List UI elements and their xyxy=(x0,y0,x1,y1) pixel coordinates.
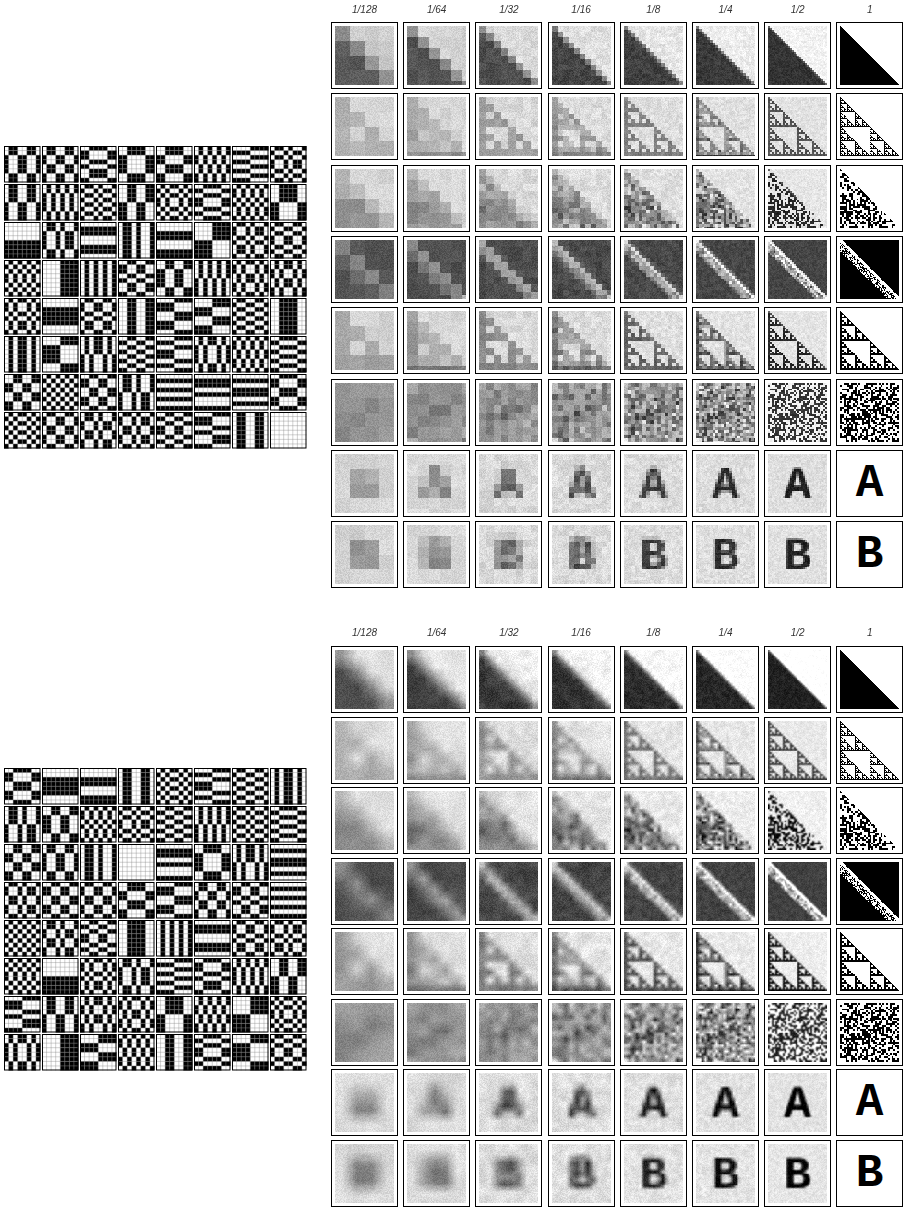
scale-header: 1/16 xyxy=(548,627,615,639)
scale-header: 1 xyxy=(836,627,903,639)
scale-header: 1/4 xyxy=(692,627,759,639)
scale-header: 1/2 xyxy=(764,4,831,16)
scale-header: 1/2 xyxy=(764,627,831,639)
scale-header: 1/4 xyxy=(692,4,759,16)
glyph-letter: B xyxy=(840,525,899,584)
scale-header: 1/128 xyxy=(331,4,398,16)
scale-header: 1 xyxy=(836,4,903,16)
glyph-letter: A xyxy=(840,1073,899,1132)
glyph-letter: A xyxy=(840,454,899,513)
glyph-letter: B xyxy=(840,1144,899,1203)
scale-header: 1/8 xyxy=(620,4,687,16)
scale-header: 1/16 xyxy=(548,4,615,16)
scale-header: 1/128 xyxy=(331,627,398,639)
scale-header: 1/8 xyxy=(620,627,687,639)
scale-header: 1/64 xyxy=(403,4,470,16)
scale-header: 1/32 xyxy=(475,627,542,639)
scale-header: 1/32 xyxy=(475,4,542,16)
scale-header: 1/64 xyxy=(403,627,470,639)
